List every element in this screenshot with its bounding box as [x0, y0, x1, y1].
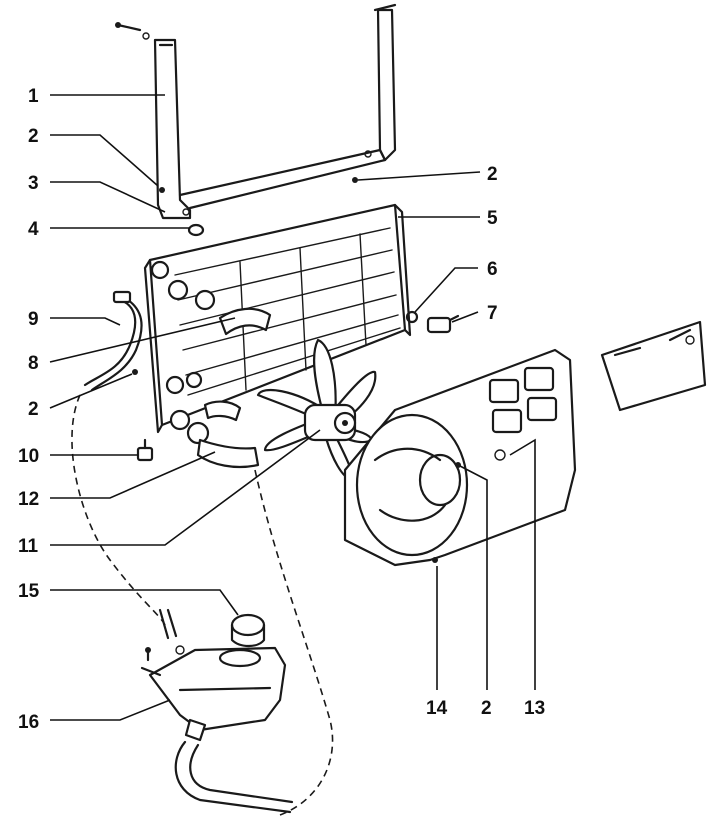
part-fan-shroud — [343, 348, 577, 567]
fastener-shroud — [455, 462, 461, 468]
hose-route-right — [254, 469, 334, 816]
leader-lines — [49, 94, 536, 721]
callout-16: 16 — [18, 712, 39, 733]
part-side-panel — [600, 320, 707, 412]
shroud-opening — [355, 413, 469, 557]
part-tank-hose — [158, 608, 294, 814]
part-fan-motor — [256, 338, 377, 482]
callout-10: 10 — [18, 446, 39, 467]
part-radiator — [143, 203, 412, 445]
callout-6: 6 — [487, 259, 498, 280]
fastener-shroud-bottom — [432, 557, 438, 563]
callout-11: 11 — [18, 536, 39, 557]
callout-12: 12 — [18, 489, 39, 510]
part-grommet — [187, 223, 205, 237]
radiator-outlet-upper — [167, 279, 189, 301]
callout-1: 1 — [28, 86, 39, 107]
callout-2-bracket: 2 — [28, 126, 39, 147]
callout-15: 15 — [18, 581, 40, 602]
callout-2-left: 2 — [28, 399, 39, 420]
hose-route-left — [71, 394, 166, 626]
callout-2-top-right: 2 — [487, 164, 498, 185]
callout-9: 9 — [28, 309, 39, 330]
part-seal-ring — [405, 310, 419, 324]
shroud-vents — [488, 366, 558, 434]
callout-13: 13 — [524, 698, 545, 719]
part-radiator-bracket — [153, 3, 397, 220]
callout-2-bottom: 2 — [481, 698, 492, 719]
part-temperature-switch — [426, 314, 460, 334]
callout-4: 4 — [28, 219, 39, 240]
part-expansion-tank — [140, 645, 287, 742]
part-expansion-cap — [230, 613, 266, 648]
callout-7: 7 — [487, 303, 498, 324]
part-thermo-switch — [136, 438, 154, 462]
radiator-inlet — [150, 260, 170, 280]
callout-5: 5 — [487, 208, 498, 229]
callout-14: 14 — [426, 698, 448, 719]
fastener-bracket — [159, 187, 165, 193]
part-screw-top — [115, 22, 150, 40]
callout-3: 3 — [28, 173, 39, 194]
fastener-left — [132, 369, 138, 375]
part-lower-hose — [196, 400, 260, 469]
callouts: 1 2 3 4 2 5 6 7 9 8 2 10 12 11 15 16 14 … — [18, 86, 545, 733]
part-overflow-hose — [83, 290, 143, 392]
callout-8: 8 — [28, 353, 39, 374]
part-upper-hose — [218, 307, 272, 336]
radiator-fins — [174, 227, 401, 396]
fastener-top-right — [352, 177, 358, 183]
